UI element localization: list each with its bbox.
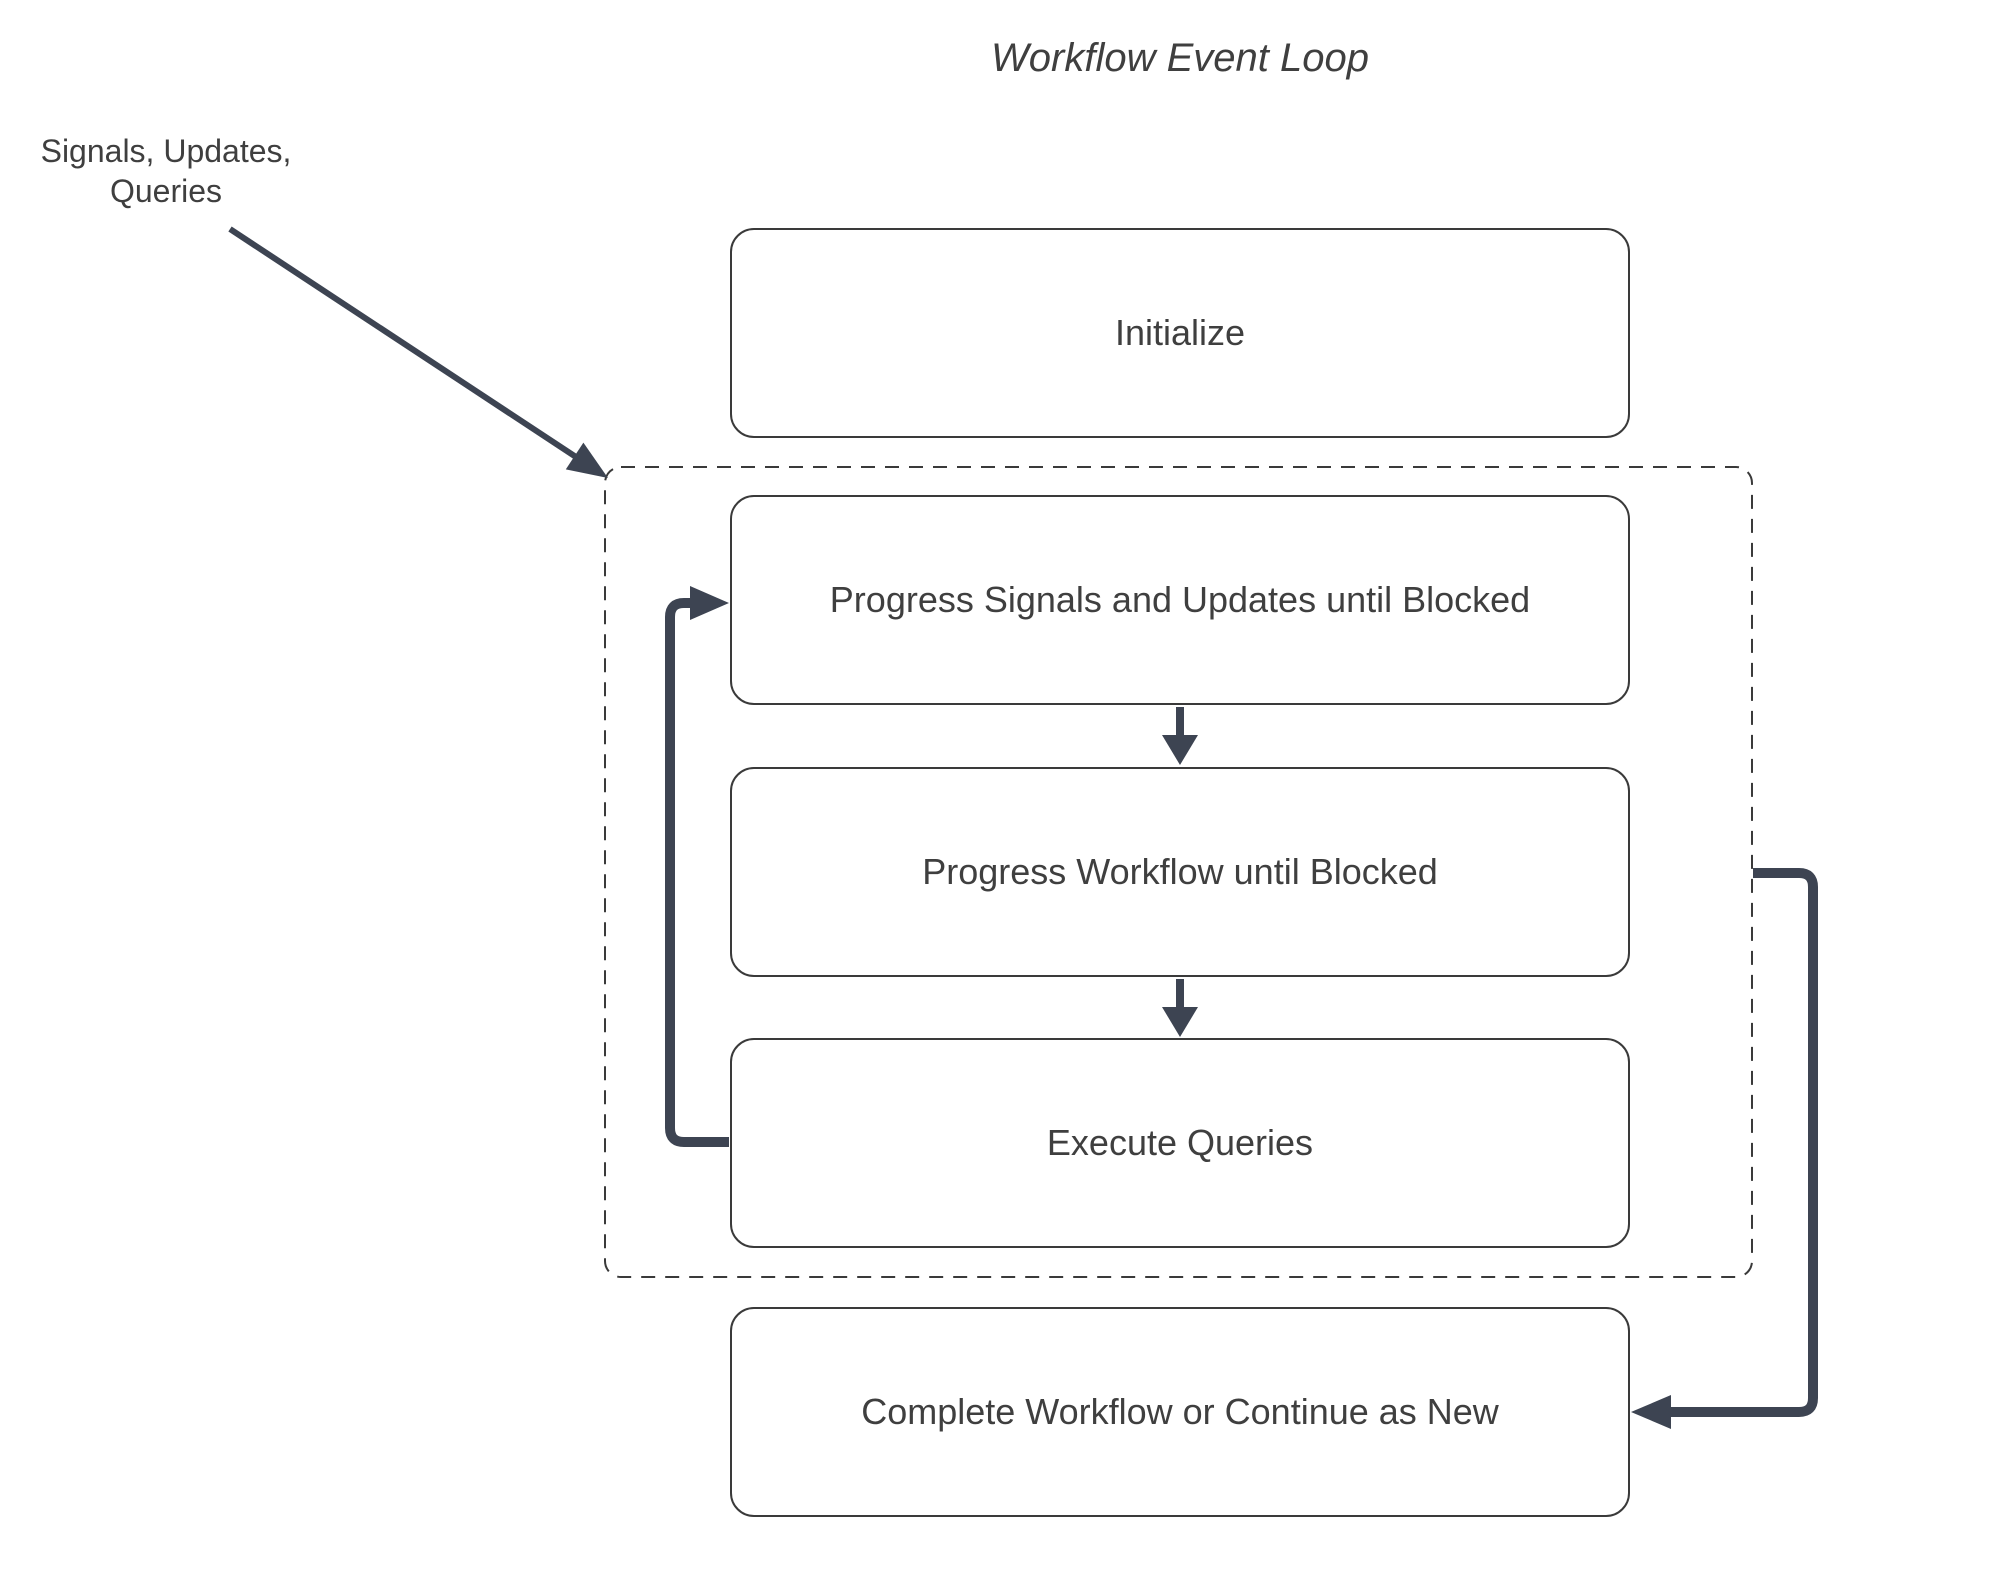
arrow-workflow-to-queries	[1162, 979, 1198, 1037]
exit-to-complete-arrow	[1631, 868, 1818, 1429]
diagram-title: Workflow Event Loop	[991, 36, 1369, 80]
arrow-workflow-to-queries-head	[1162, 1007, 1198, 1037]
loop-back-arrow-shaft	[665, 598, 729, 1147]
incoming-events-arrow	[228, 226, 608, 478]
node-progress-signals: Progress Signals and Updates until Block…	[730, 495, 1630, 705]
event-loop-group-border	[604, 466, 1753, 1278]
node-execute-queries-label: Execute Queries	[1046, 1122, 1314, 1163]
node-complete-workflow: Complete Workflow or Continue as New	[730, 1307, 1630, 1517]
incoming-events-arrow-shaft	[228, 226, 578, 460]
node-progress-workflow-label: Progress Workflow until Blocked	[922, 851, 1438, 892]
node-execute-queries: Execute Queries	[730, 1038, 1630, 1248]
node-progress-workflow: Progress Workflow until Blocked	[730, 767, 1630, 977]
incoming-events-label: Signals, Updates, Queries	[18, 131, 314, 211]
node-initialize: Initialize	[730, 228, 1630, 438]
incoming-events-label-line2: Queries	[109, 173, 223, 209]
incoming-events-label-line1: Signals, Updates,	[40, 133, 292, 169]
node-progress-signals-label: Progress Signals and Updates until Block…	[829, 579, 1531, 620]
loop-back-arrow	[665, 586, 729, 1147]
node-initialize-label: Initialize	[1114, 312, 1246, 353]
incoming-events-arrow-head	[565, 442, 608, 478]
loop-back-arrow-head	[690, 586, 729, 620]
arrow-signals-to-workflow-head	[1162, 735, 1198, 765]
exit-to-complete-arrow-head	[1631, 1395, 1671, 1429]
node-complete-workflow-label: Complete Workflow or Continue as New	[861, 1391, 1499, 1432]
exit-to-complete-arrow-shaft	[1671, 868, 1818, 1417]
arrow-signals-to-workflow	[1162, 707, 1198, 765]
